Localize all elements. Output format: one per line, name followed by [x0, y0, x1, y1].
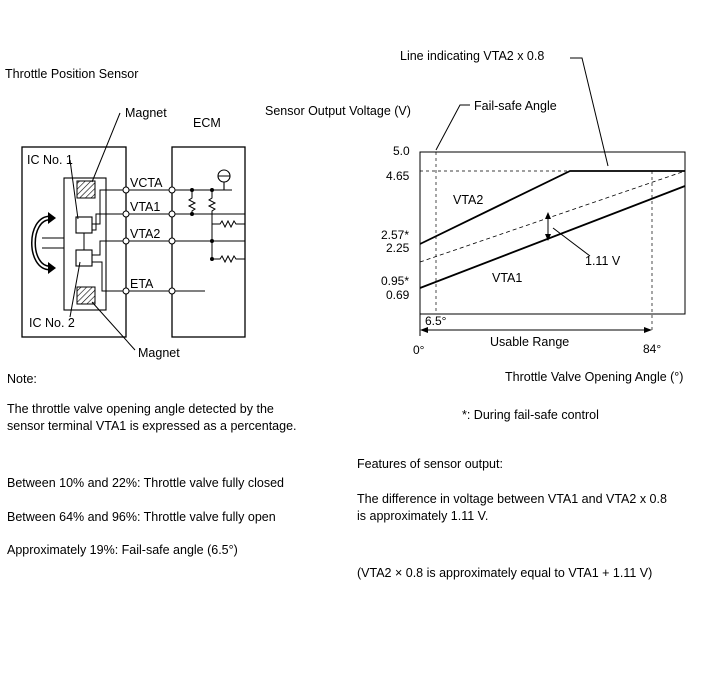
y-tick-5-0: 5.0 — [393, 144, 410, 158]
terminal-eta: ETA — [130, 277, 154, 291]
annotation-line-label: Line indicating VTA2 x 0.8 — [400, 49, 545, 63]
y-tick-0-95: 0.95* — [381, 274, 410, 288]
vta2-x08-line — [419, 170, 686, 263]
features-line1: The difference in voltage between VTA1 a… — [357, 492, 667, 506]
delta-voltage-label: 1.11 V — [585, 254, 621, 268]
features-line2: is approximately 1.11 V. — [357, 509, 489, 523]
note-fully-open: Between 64% and 96%: Throttle valve full… — [7, 510, 276, 524]
series-label-vta1: VTA1 — [492, 271, 523, 285]
angle-84-label: 84° — [643, 342, 662, 356]
ic2-label: IC No. 2 — [29, 316, 75, 330]
features-heading: Features of sensor output: — [357, 457, 503, 471]
magnet-top-label: Magnet — [125, 106, 167, 120]
terminal-vcta: VCTA — [130, 176, 163, 190]
sensor-inner-frame — [63, 177, 107, 311]
note-fully-closed: Between 10% and 22%: Throttle valve full… — [7, 476, 285, 490]
ecm-label: ECM — [193, 116, 221, 130]
note-p1-line2: sensor terminal VTA1 is expressed as a p… — [7, 419, 297, 433]
y-tick-4-65: 4.65 — [386, 169, 410, 183]
angle-6-5-label: 6.5° — [425, 314, 447, 328]
series-label-vta2: VTA2 — [453, 193, 484, 207]
x-axis-title: Throttle Valve Opening Angle (°) — [505, 370, 684, 384]
terminal-vta2: VTA2 — [130, 227, 161, 241]
note-p1-line1: The throttle valve opening angle detecte… — [7, 402, 274, 416]
terminal-vta1: VTA1 — [130, 200, 161, 214]
magnet-top — [76, 180, 96, 199]
failsafe-footnote: *: During fail-safe control — [462, 408, 599, 422]
note-heading: Note: — [7, 372, 37, 386]
y-tick-0-69: 0.69 — [386, 288, 410, 302]
features-line3: (VTA2 × 0.8 is approximately equal to VT… — [357, 566, 653, 580]
magnet-bottom — [76, 286, 96, 305]
circuit-title: Throttle Position Sensor — [5, 67, 139, 81]
vta1-line — [419, 185, 686, 289]
vta2-line — [419, 170, 685, 245]
y-tick-2-25: 2.25 — [386, 241, 410, 255]
usable-range-label: Usable Range — [490, 335, 570, 349]
angle-0-label: 0° — [413, 343, 425, 357]
y-tick-2-57: 2.57* — [381, 228, 410, 242]
failsafe-angle-label: Fail-safe Angle — [474, 99, 557, 113]
ic1-label: IC No. 1 — [27, 153, 73, 167]
magnet-bottom-label: Magnet — [138, 346, 180, 360]
note-failsafe: Approximately 19%: Fail-safe angle (6.5°… — [7, 543, 238, 557]
graph-frame — [419, 151, 686, 315]
y-axis-title: Sensor Output Voltage (V) — [265, 104, 411, 118]
